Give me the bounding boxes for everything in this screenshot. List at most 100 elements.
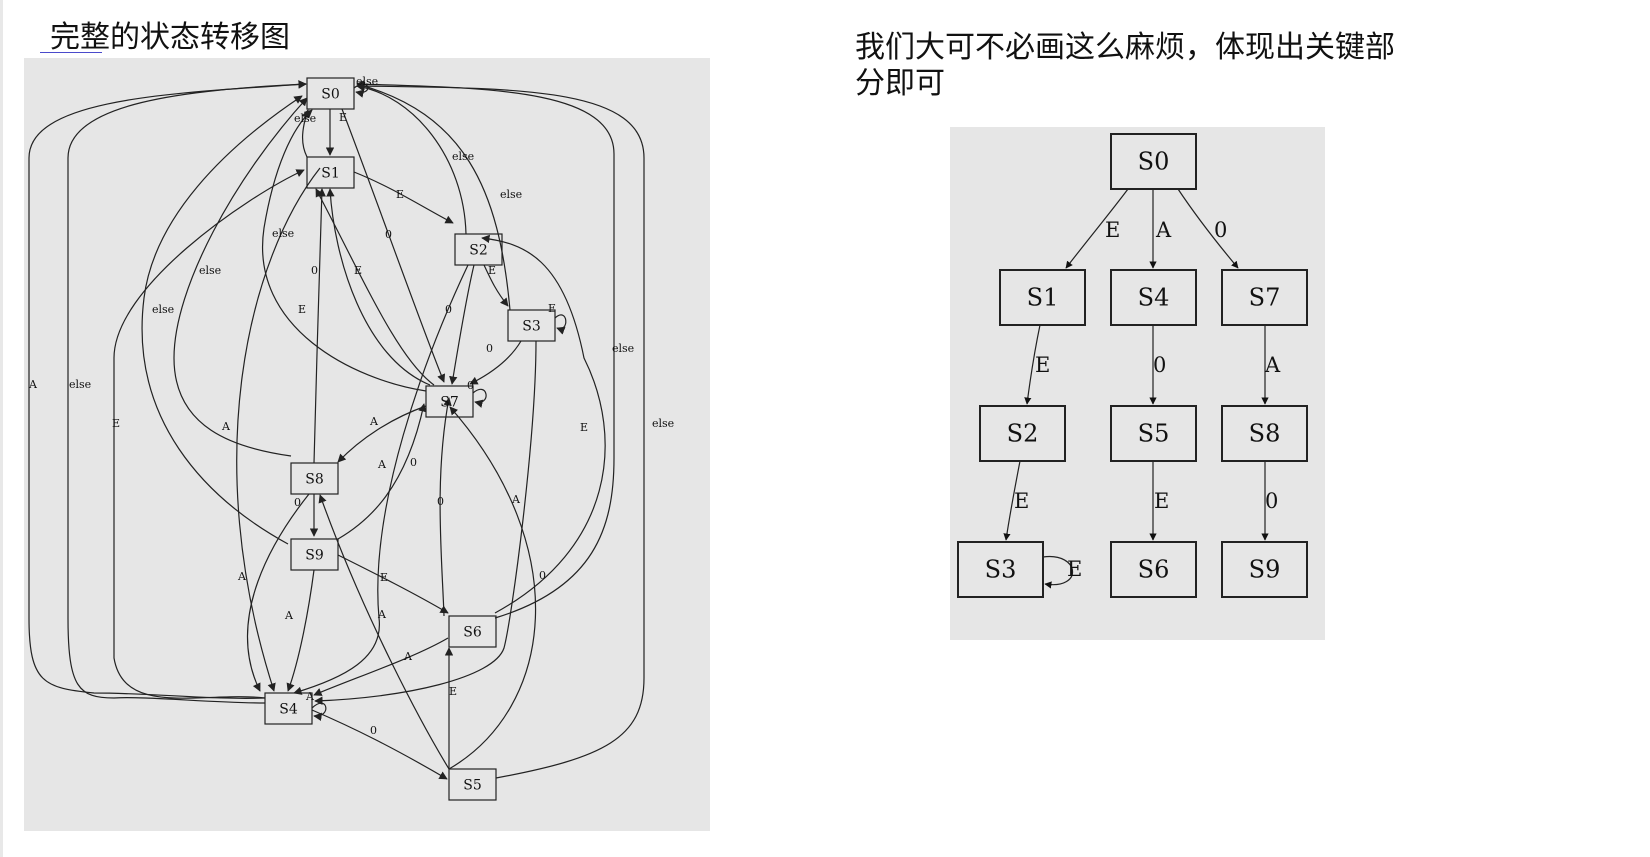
- edge-label-s0-s1: E: [339, 111, 347, 124]
- edge-s4-s1: [113, 169, 305, 699]
- simple-edge-s0-s1: [1065, 188, 1129, 269]
- edge-s7-s1: [326, 188, 431, 386]
- state-node-s9: S9: [290, 538, 339, 571]
- edge-label-s2-s7: 0: [445, 303, 452, 316]
- simple-edge-label-s0-s4: A: [1155, 218, 1172, 242]
- full-diagram-heading: 完整的状态转移图: [50, 20, 290, 55]
- edge-label-s4-s0: else: [69, 378, 91, 391]
- edge-label-s9-s4: A: [284, 609, 294, 622]
- edge-label-s6-s0: else: [612, 342, 634, 355]
- state-node-s5: S5: [448, 768, 497, 801]
- state-node-s6: S6: [448, 615, 497, 648]
- state-label-s4: S4: [279, 702, 298, 718]
- edge-label-s1-s2: E: [396, 188, 404, 201]
- edge-label-s5-s7: 0: [539, 569, 546, 582]
- simple-state-label-s3: S3: [985, 556, 1017, 584]
- edge-label-s2-s3: E: [488, 264, 496, 277]
- edge-s4-s0: [67, 80, 307, 704]
- state-node-s7: S7: [425, 385, 474, 418]
- edge-s7-s1: [315, 188, 435, 386]
- simple-state-node-s2: S2: [979, 405, 1066, 462]
- edge-label-s5-s6: E: [449, 685, 457, 698]
- edge-s7-s0: [261, 109, 427, 392]
- simple-state-label-s7: S7: [1249, 284, 1281, 312]
- edge-s9-s6: [337, 554, 449, 614]
- edge-label-s7-s0: else: [272, 227, 294, 240]
- state-node-s1: S1: [306, 156, 355, 189]
- edge-label-s5-s8: A: [377, 608, 387, 621]
- edge-s9-s4: [286, 569, 315, 692]
- edge-s1-s4: [236, 167, 321, 692]
- edge-label-s1-s0: else: [294, 112, 316, 125]
- state-label-s2: S2: [469, 243, 488, 259]
- simple-edge-label-s0-s7: 0: [1214, 218, 1227, 242]
- edge-s3-s7: [469, 340, 522, 385]
- edge-s3-s3: [554, 314, 567, 335]
- simple-state-node-s1: S1: [999, 269, 1086, 326]
- edge-label-s8-s4: A: [237, 570, 247, 583]
- simple-edge-label-s5-s6: E: [1154, 489, 1169, 513]
- state-label-s1: S1: [321, 166, 340, 182]
- edge-label-s8-s9: 0: [294, 496, 301, 509]
- edge-label-s0-s0: else: [356, 75, 378, 88]
- simplified-diagram-heading: 我们大可不必画这么麻烦，体现出关键部分即可: [855, 30, 1395, 101]
- link-underline-stub: [40, 52, 102, 53]
- simple-state-label-s0: S0: [1138, 148, 1170, 176]
- simple-edge-label-s1-s2: E: [1035, 353, 1050, 377]
- edge-label-s1-s4: A: [221, 420, 231, 433]
- edge-label-s9-s6: E: [380, 571, 388, 584]
- edge-s1-s2: [353, 171, 454, 224]
- edge-label-s8-s0: else: [199, 264, 221, 277]
- edge-s4-s4: [311, 702, 327, 721]
- edge-s3-s0: [356, 81, 511, 311]
- simple-edge-s3-s3: [1042, 556, 1074, 589]
- edge-s6-s7: [439, 397, 452, 617]
- simple-edge-s2-s3: [1003, 460, 1021, 541]
- edge-s8-s4: [246, 493, 310, 692]
- state-node-s3: S3: [507, 309, 556, 342]
- edge-s4-s5: [311, 709, 448, 780]
- simple-edge-label-s4-s5: 0: [1153, 353, 1166, 377]
- edge-label-s6-s2: E: [580, 421, 588, 434]
- simple-state-node-s0: S0: [1110, 133, 1197, 190]
- simple-state-label-s9: S9: [1249, 556, 1281, 584]
- edge-s4-s0: [28, 80, 307, 699]
- state-label-s6: S6: [463, 625, 482, 641]
- simple-state-label-s5: S5: [1138, 420, 1170, 448]
- edge-s7-s7: [472, 388, 487, 408]
- simple-edge-s1-s2: [1024, 324, 1041, 405]
- state-node-s0: S0: [306, 77, 355, 110]
- edge-s2-s0: [356, 83, 467, 235]
- edge-label-s3-s3: E: [548, 302, 556, 315]
- edge-label-s2-s4: A: [377, 458, 387, 471]
- edge-label-s3-s4: A: [511, 493, 521, 506]
- simple-edge-label-s3-s3: E: [1067, 557, 1082, 581]
- page-left-border: [0, 0, 3, 857]
- state-label-s5: S5: [463, 778, 482, 794]
- state-node-s8: S8: [290, 462, 339, 495]
- edge-s6-s4: [313, 637, 449, 696]
- edge-s2-s7: [449, 264, 475, 385]
- simple-edge-label-s2-s3: E: [1014, 489, 1029, 513]
- state-label-s9: S9: [305, 548, 324, 564]
- edge-label-s5-s0: else: [652, 417, 674, 430]
- edge-s5-s8: [318, 494, 450, 770]
- simple-state-label-s1: S1: [1027, 284, 1059, 312]
- edge-s6-s2: [481, 234, 606, 614]
- simple-state-label-s6: S6: [1138, 556, 1170, 584]
- state-label-s0: S0: [321, 87, 340, 103]
- simple-state-label-s8: S8: [1249, 420, 1281, 448]
- simple-state-node-s8: S8: [1221, 405, 1308, 462]
- edge-label-s3-s7: 0: [486, 342, 493, 355]
- edge-label-s8-s1: E: [298, 303, 306, 316]
- simple-state-node-s3: S3: [957, 541, 1044, 598]
- edge-label-s9-s0: else: [152, 303, 174, 316]
- edge-s3-s4: [314, 340, 537, 705]
- simple-edge-label-s0-s1: E: [1105, 218, 1120, 242]
- edge-label-s7-s8: A: [369, 415, 379, 428]
- simple-edge-label-s8-s9: 0: [1265, 489, 1278, 513]
- edge-s5-s7: [448, 406, 536, 770]
- simple-state-node-s6: S6: [1110, 541, 1197, 598]
